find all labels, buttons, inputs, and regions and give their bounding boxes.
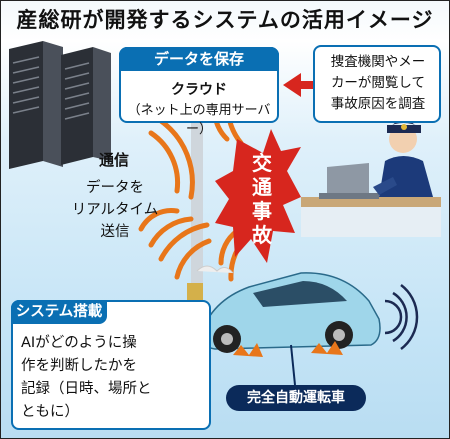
- investigation-text: 捜査機関やメー カーが閲覧して 事故原因を調査: [319, 52, 437, 115]
- spark-icon: [233, 341, 343, 357]
- investigation-line: カーが閲覧して: [330, 75, 426, 91]
- server-icon: [9, 41, 111, 169]
- system-header: システム搭載: [11, 300, 107, 324]
- communication-line: リアルタイム: [71, 202, 159, 218]
- communication-text: データを リアルタイム 送信: [55, 177, 175, 243]
- accident-char: 事: [252, 199, 272, 223]
- accident-char: 交: [252, 151, 272, 175]
- system-line: 記録（日時、場所と: [21, 381, 152, 397]
- accident-burst-icon: [215, 129, 301, 263]
- accident-char: 通: [252, 175, 272, 199]
- accident-label: 交 通 事 故: [243, 151, 281, 247]
- system-line: AIがどのように操: [21, 335, 137, 351]
- arrow-icon: [283, 73, 323, 97]
- system-line: ともに）: [21, 404, 79, 420]
- communication-line: データを: [86, 180, 144, 196]
- investigation-line: 事故原因を調査: [330, 96, 426, 112]
- investigation-box: 捜査機関やメー カーが閲覧して 事故原因を調査: [313, 45, 441, 123]
- system-line: 作を判断したかを: [21, 358, 137, 374]
- communication-line: 送信: [100, 224, 130, 240]
- system-box: システム搭載 AIがどのように操 作を判断したかを 記録（日時、場所と ともに）: [11, 300, 211, 430]
- car-icon: [187, 265, 381, 353]
- cloud-header: データを保存: [119, 47, 279, 71]
- cloud-box: データを保存 クラウド （ネット上の専用サーバー）: [119, 47, 279, 137]
- cloud-subtitle: （ネット上の専用サーバー）: [127, 103, 271, 137]
- car-pointer: [290, 344, 296, 386]
- page-title: 産総研が開発するシステムの活用イメージ: [16, 8, 434, 32]
- car-signal-icon: [384, 284, 419, 350]
- investigation-line: 捜査機関やメー: [330, 54, 426, 70]
- car-label: 完全自動運転車: [226, 385, 366, 411]
- cloud-title: クラウド: [171, 82, 227, 98]
- communication-label: 通信: [99, 151, 130, 169]
- officer-icon: [301, 120, 441, 237]
- accident-char: 故: [252, 223, 272, 247]
- system-text: AIがどのように操 作を判断したかを 記録（日時、場所と ともに）: [21, 332, 207, 424]
